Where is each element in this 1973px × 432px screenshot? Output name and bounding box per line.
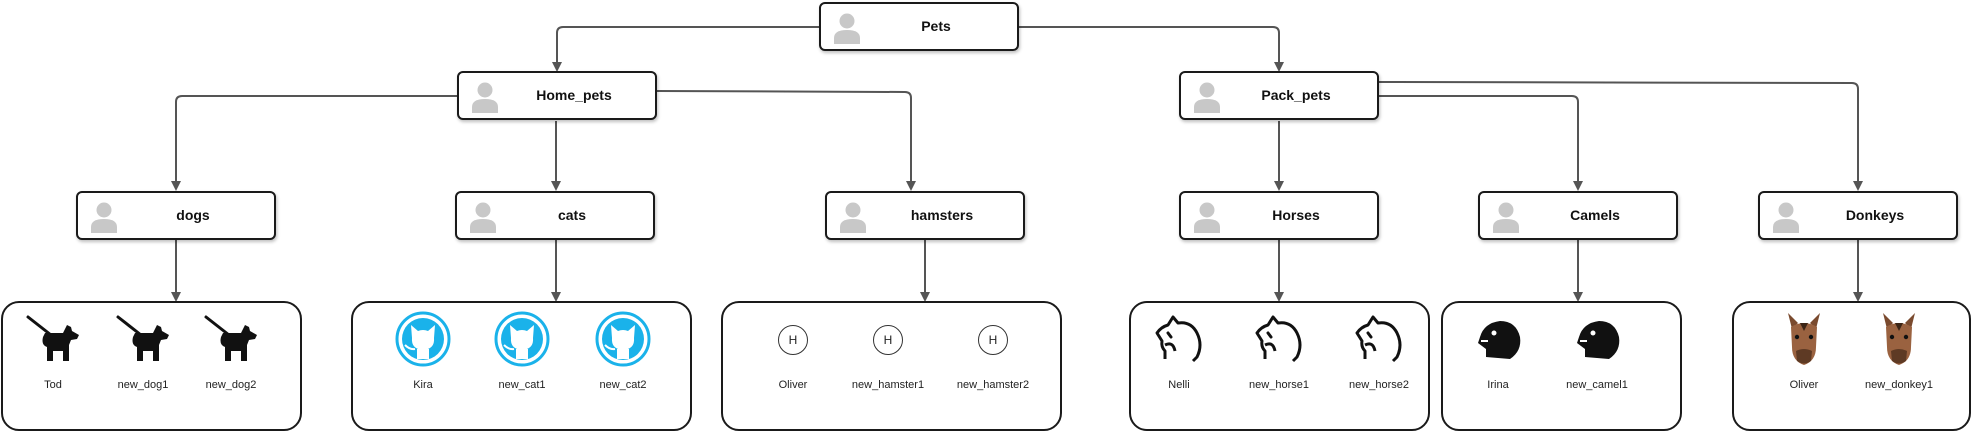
donkey-face-icon (1871, 311, 1927, 367)
avatar-icon (839, 201, 867, 233)
list-item[interactable]: new_horse2 (1329, 311, 1429, 391)
item-label: new_hamster2 (956, 379, 1030, 391)
item-label: new_donkey1 (1865, 379, 1933, 391)
list-item[interactable]: H new_hamster1 (838, 311, 938, 391)
list-item[interactable]: H new_hamster2 (943, 311, 1043, 391)
list-item[interactable]: Irina (1448, 311, 1548, 391)
node-label: dogs (176, 207, 210, 223)
github-octocat-icon (494, 311, 550, 367)
list-item[interactable]: new_dog2 (181, 311, 281, 391)
node-label: Camels (1570, 207, 1620, 223)
item-label: new_dog2 (205, 379, 257, 391)
item-label: new_cat2 (599, 379, 647, 391)
avatar-icon (469, 201, 497, 233)
avatar-icon (471, 81, 499, 113)
github-octocat-icon (595, 311, 651, 367)
node-dogs[interactable]: dogs (76, 191, 276, 240)
node-label: cats (557, 207, 587, 223)
edge-pack-pets-donkeys (1377, 81, 1863, 191)
avatar-icon (1772, 201, 1800, 233)
dog-walking-icon (115, 311, 171, 367)
node-pack-pets[interactable]: Pack_pets (1179, 71, 1379, 120)
node-horses[interactable]: Horses (1179, 191, 1379, 240)
node-label: Home_pets (536, 87, 612, 103)
horse-head-icon (1351, 311, 1407, 367)
item-label: Nelli (1168, 379, 1190, 391)
avatar-icon (1193, 81, 1221, 113)
list-item[interactable]: Oliver (1754, 311, 1854, 391)
dog-walking-icon (203, 311, 259, 367)
horse-head-icon (1251, 311, 1307, 367)
item-label: Oliver (778, 379, 808, 391)
donkey-face-icon (1776, 311, 1832, 367)
item-label: new_camel1 (1566, 379, 1628, 391)
list-item[interactable]: new_horse1 (1229, 311, 1329, 391)
github-octocat-icon (395, 311, 451, 367)
node-camels[interactable]: Camels (1478, 191, 1678, 240)
horse-head-icon (1151, 311, 1207, 367)
node-donkeys[interactable]: Donkeys (1758, 191, 1958, 240)
group-dogs[interactable]: Tod new_dog1 new_dog2 (1, 301, 302, 431)
group-horses[interactable]: Nelli new_horse1 new_horse2 (1129, 301, 1430, 431)
list-item[interactable]: new_dog1 (93, 311, 193, 391)
node-label: Donkeys (1845, 207, 1905, 223)
item-label: Irina (1487, 379, 1509, 391)
list-item[interactable]: Nelli (1129, 311, 1229, 391)
node-label: Horses (1272, 207, 1320, 223)
avatar-icon (833, 12, 861, 44)
avatar-icon (1193, 201, 1221, 233)
node-label: hamsters (910, 207, 974, 223)
group-hamsters[interactable]: H Oliver H new_hamster1 H new_hamster2 (721, 301, 1062, 431)
list-item[interactable]: H Oliver (743, 311, 843, 391)
list-item[interactable]: new_donkey1 (1849, 311, 1949, 391)
camel-head-icon (1569, 311, 1625, 367)
group-donkeys[interactable]: Oliver new_donkey1 (1732, 301, 1971, 431)
node-label: Pets (921, 18, 951, 34)
dog-walking-icon (25, 311, 81, 367)
group-camels[interactable]: Irina new_camel1 (1441, 301, 1682, 431)
node-pets[interactable]: Pets (819, 2, 1019, 51)
list-item[interactable]: Kira (373, 311, 473, 391)
avatar-icon (1492, 201, 1520, 233)
list-item[interactable]: new_cat1 (472, 311, 572, 391)
edge-home-pets-dogs (171, 95, 457, 191)
h-circle-icon: H (873, 325, 903, 355)
avatar-icon (90, 201, 118, 233)
h-circle-icon: H (978, 325, 1008, 355)
h-circle-icon: H (778, 325, 808, 355)
item-label: new_horse2 (1349, 379, 1409, 391)
edge-pets-pack-pets (1018, 26, 1284, 72)
node-cats[interactable]: cats (455, 191, 655, 240)
item-label: new_cat1 (498, 379, 546, 391)
list-item[interactable]: Tod (3, 311, 103, 391)
camel-head-icon (1470, 311, 1526, 367)
list-item[interactable]: new_camel1 (1547, 311, 1647, 391)
item-label: new_dog1 (117, 379, 169, 391)
node-home-pets[interactable]: Home_pets (457, 71, 657, 120)
item-label: new_horse1 (1249, 379, 1309, 391)
edge-pack-pets-camels (1378, 95, 1583, 191)
list-item[interactable]: new_cat2 (573, 311, 673, 391)
item-label: Kira (413, 379, 433, 391)
node-hamsters[interactable]: hamsters (825, 191, 1025, 240)
item-label: Tod (44, 379, 62, 391)
edge-pets-home-pets (552, 26, 819, 72)
group-cats[interactable]: Kira new_cat1 new_cat2 (351, 301, 692, 431)
item-label: new_hamster1 (851, 379, 925, 391)
item-label: Oliver (1789, 379, 1819, 391)
edge-home-pets-hamsters (656, 90, 916, 191)
node-label: Pack_pets (1261, 87, 1331, 103)
